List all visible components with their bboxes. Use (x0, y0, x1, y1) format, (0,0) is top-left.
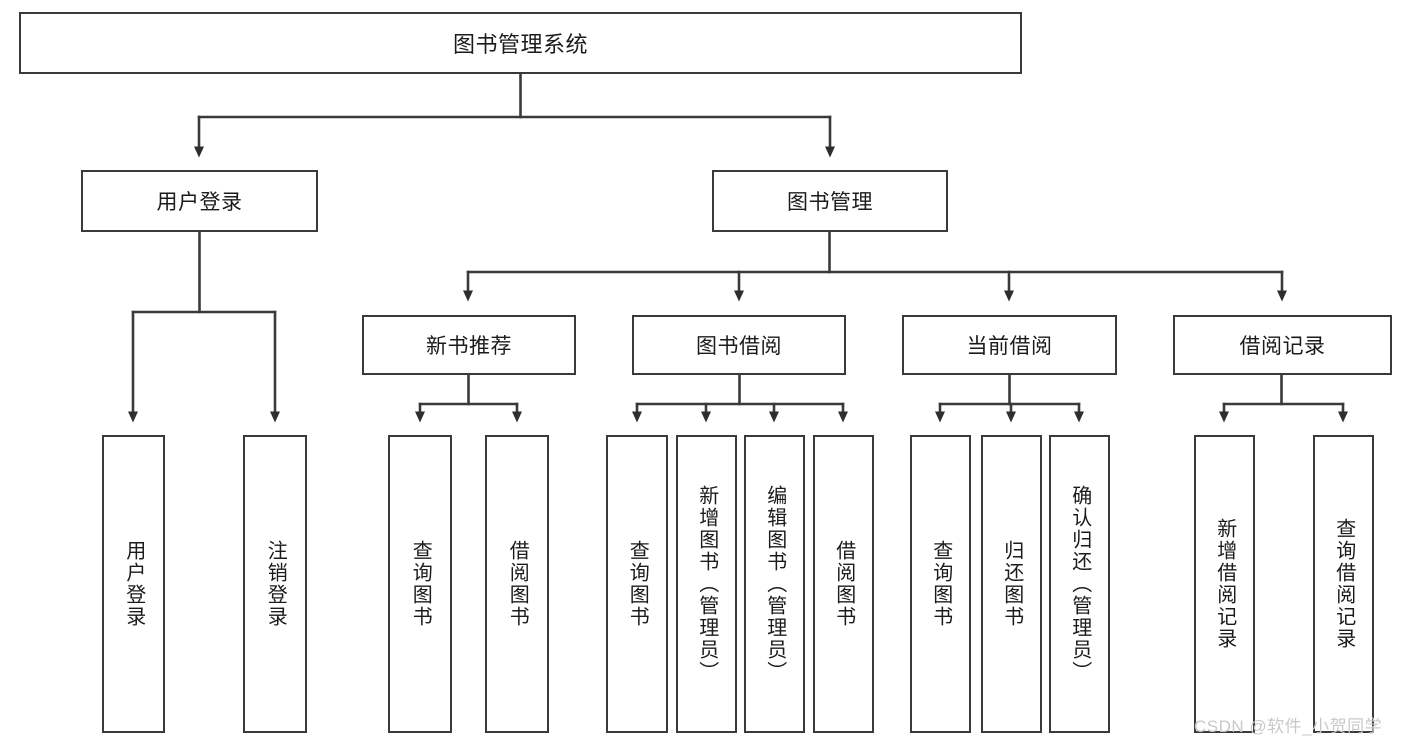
node-leaf-current-return-book[interactable]: 归还图书 (981, 435, 1042, 733)
node-leaf-rec-borrow-book[interactable]: 借阅图书 (485, 435, 549, 733)
node-current-borrow-label: 当前借阅 (966, 335, 1053, 358)
node-root[interactable]: 图书管理系统 (19, 12, 1022, 74)
node-leaf-borrow-query-book[interactable]: 查询图书 (606, 435, 668, 733)
node-leaf-current-query-book[interactable]: 查询图书 (910, 435, 971, 733)
node-leaf-borrow-borrow-book[interactable]: 借阅图书 (813, 435, 874, 733)
node-leaf-rec-borrow-book-label: 借阅图书 (506, 540, 529, 628)
node-book-borrow[interactable]: 图书借阅 (632, 315, 846, 375)
node-leaf-record-add-label: 新增借阅记录 (1213, 518, 1236, 650)
node-new-book-recommend-label: 新书推荐 (426, 335, 512, 358)
node-user-login[interactable]: 用户登录 (81, 170, 318, 232)
node-leaf-borrow-edit-book-label: 编辑图书（管理员） (763, 485, 786, 683)
node-book-manage-label: 图书管理 (787, 191, 873, 214)
node-leaf-current-query-book-label: 查询图书 (929, 540, 952, 628)
node-leaf-user-login[interactable]: 用户登录 (102, 435, 165, 733)
node-leaf-current-confirm-return-label: 确认归还（管理员） (1068, 485, 1091, 683)
node-leaf-record-query[interactable]: 查询借阅记录 (1313, 435, 1374, 733)
node-leaf-user-login-label: 用户登录 (122, 540, 145, 628)
node-leaf-borrow-query-book-label: 查询图书 (626, 540, 649, 628)
node-leaf-rec-query-book[interactable]: 查询图书 (388, 435, 452, 733)
node-book-borrow-label: 图书借阅 (696, 335, 782, 358)
node-leaf-user-logout-label: 注销登录 (264, 540, 287, 628)
node-leaf-rec-query-book-label: 查询图书 (409, 540, 432, 628)
node-book-manage[interactable]: 图书管理 (712, 170, 948, 232)
node-leaf-borrow-edit-book[interactable]: 编辑图书（管理员） (744, 435, 805, 733)
node-leaf-borrow-borrow-book-label: 借阅图书 (832, 540, 855, 628)
node-borrow-record-label: 借阅记录 (1239, 335, 1326, 358)
node-leaf-borrow-add-book-label: 新增图书（管理员） (695, 485, 718, 683)
node-root-label: 图书管理系统 (452, 32, 588, 57)
node-new-book-recommend[interactable]: 新书推荐 (362, 315, 576, 375)
node-current-borrow[interactable]: 当前借阅 (902, 315, 1117, 375)
node-leaf-record-query-label: 查询借阅记录 (1332, 518, 1355, 650)
node-leaf-user-logout[interactable]: 注销登录 (243, 435, 307, 733)
node-leaf-borrow-add-book[interactable]: 新增图书（管理员） (676, 435, 737, 733)
node-borrow-record[interactable]: 借阅记录 (1173, 315, 1392, 375)
node-leaf-record-add[interactable]: 新增借阅记录 (1194, 435, 1255, 733)
node-user-login-label: 用户登录 (156, 191, 243, 214)
node-leaf-current-confirm-return[interactable]: 确认归还（管理员） (1049, 435, 1110, 733)
node-leaf-current-return-book-label: 归还图书 (1000, 540, 1023, 628)
